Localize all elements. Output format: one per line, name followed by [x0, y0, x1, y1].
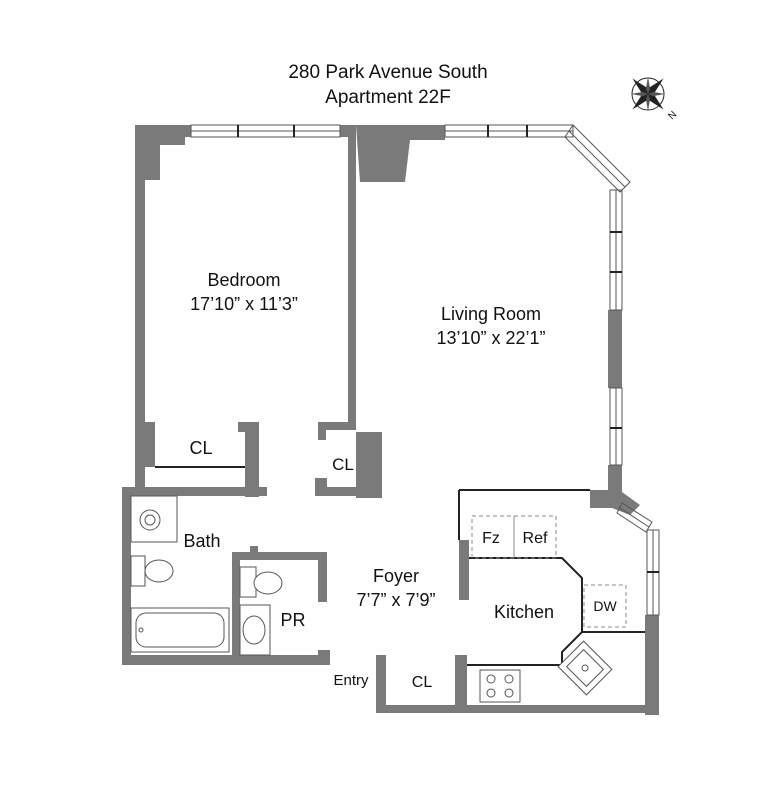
- foyer-closet-label: CL: [412, 674, 433, 691]
- foyer-label: Foyer: [373, 566, 419, 586]
- compass-north-label: N: [666, 109, 679, 122]
- walls: [122, 125, 659, 715]
- powder-room-label: PR: [280, 610, 305, 630]
- bedroom-closet-label: CL: [189, 438, 212, 458]
- kitchen-label: Kitchen: [494, 602, 554, 622]
- fixtures: [130, 495, 627, 703]
- living-room-dimensions: 13’10” x 22’1”: [436, 328, 545, 348]
- living-room-label: Living Room: [441, 304, 541, 324]
- dishwasher-label: DW: [593, 598, 617, 614]
- compass-rose-icon: [631, 77, 665, 111]
- windows: [190, 124, 660, 616]
- apartment-number: Apartment 22F: [325, 87, 451, 108]
- building-address: 280 Park Avenue South: [288, 62, 487, 83]
- bedroom-dimensions: 17’10” x 11’3”: [190, 294, 298, 314]
- refrigerator-label: Ref: [523, 530, 548, 547]
- hall-closet-label: CL: [332, 455, 354, 474]
- freezer-label: Fz: [482, 530, 500, 547]
- foyer-dimensions: 7’7” x 7’9”: [356, 590, 435, 610]
- bath-label: Bath: [183, 531, 220, 551]
- bedroom-label: Bedroom: [207, 270, 280, 290]
- entry-label: Entry: [333, 672, 369, 689]
